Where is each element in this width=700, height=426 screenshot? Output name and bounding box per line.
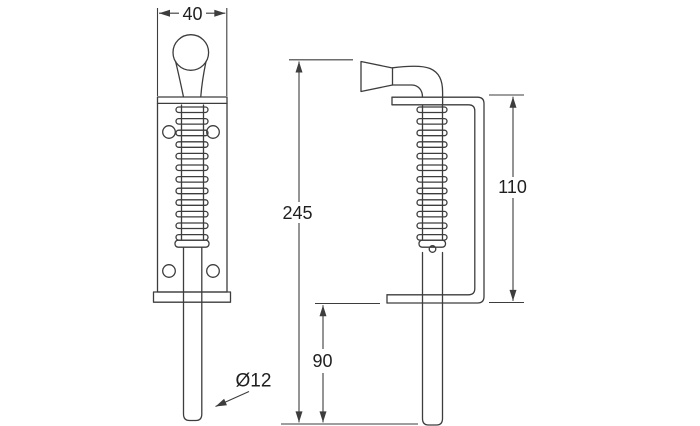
dimension-label-width: 40: [182, 4, 202, 24]
spring-coil-rung: [175, 164, 209, 172]
spring-coil-rung: [416, 199, 448, 206]
spring-coil-rung: [416, 164, 448, 172]
spring-coil-rung: [175, 106, 209, 114]
spring-coil-rung: [416, 210, 448, 218]
dimension-label-overall-height: 245: [282, 203, 312, 223]
dimension-label-bolt-diameter: Ø12: [236, 371, 272, 392]
spring-coil-rung: [175, 175, 209, 183]
screw-hole-bottom-right: [206, 264, 220, 278]
bolt-rod-side: [421, 251, 444, 426]
neck-elbow-inner: [391, 84, 424, 98]
screw-hole-top-right: [206, 125, 220, 139]
neck-elbow-outer: [391, 65, 444, 106]
bracket-inner-edge: [386, 104, 476, 296]
spring-coil-rung: [416, 152, 448, 160]
spring-coil-rung: [175, 129, 209, 137]
spring-coil-rung: [416, 222, 448, 230]
backplate-bottom-band: [152, 291, 232, 303]
screw-hole-top-left: [162, 125, 176, 139]
dimension-bracket-height: 110: [489, 94, 527, 304]
dimension-plate-width: 40: [156, 4, 228, 96]
bolt-rod-front: [182, 246, 203, 422]
dimension-label-bracket-height: 110: [498, 177, 527, 197]
spring-side: [416, 104, 448, 253]
spring-coil-rung: [416, 141, 448, 148]
spring-coil-rung: [175, 152, 209, 160]
spring-collar: [174, 239, 210, 248]
knob-circle: [172, 34, 210, 71]
bracket-outer-edge: [386, 96, 485, 304]
knob-taper-left: [174, 60, 185, 98]
front-view: [152, 34, 232, 422]
spring-coil-rung: [175, 141, 209, 148]
knob-cone: [360, 60, 394, 93]
spring-coil-rung: [175, 187, 209, 195]
spring-coil-rung: [175, 199, 209, 206]
dimension-bolt-diameter: Ø12: [215, 371, 272, 408]
spring-coil-rung: [416, 106, 448, 114]
spring-collar: [418, 239, 447, 248]
spring-coil-rung: [416, 187, 448, 195]
dimension-bolt-protrusion: 90: [312, 302, 380, 423]
spring-coil-rung: [175, 117, 209, 125]
screw-hole-bottom-left: [162, 264, 176, 278]
spring-coil-rung: [416, 117, 448, 125]
dimension-label-bolt-protrusion: 90: [312, 351, 332, 371]
spring-coil-rung: [416, 129, 448, 137]
spring-coil-rung: [416, 175, 448, 183]
spring-coil-rung: [175, 222, 209, 230]
side-view: [360, 60, 485, 426]
dimension-overall-height: 245: [281, 59, 418, 425]
spring-coil-rung: [175, 210, 209, 218]
leader-arrow: [215, 390, 250, 408]
knob-taper-right: [200, 60, 207, 98]
spring-front: [174, 104, 210, 248]
retaining-pin: [428, 245, 437, 253]
